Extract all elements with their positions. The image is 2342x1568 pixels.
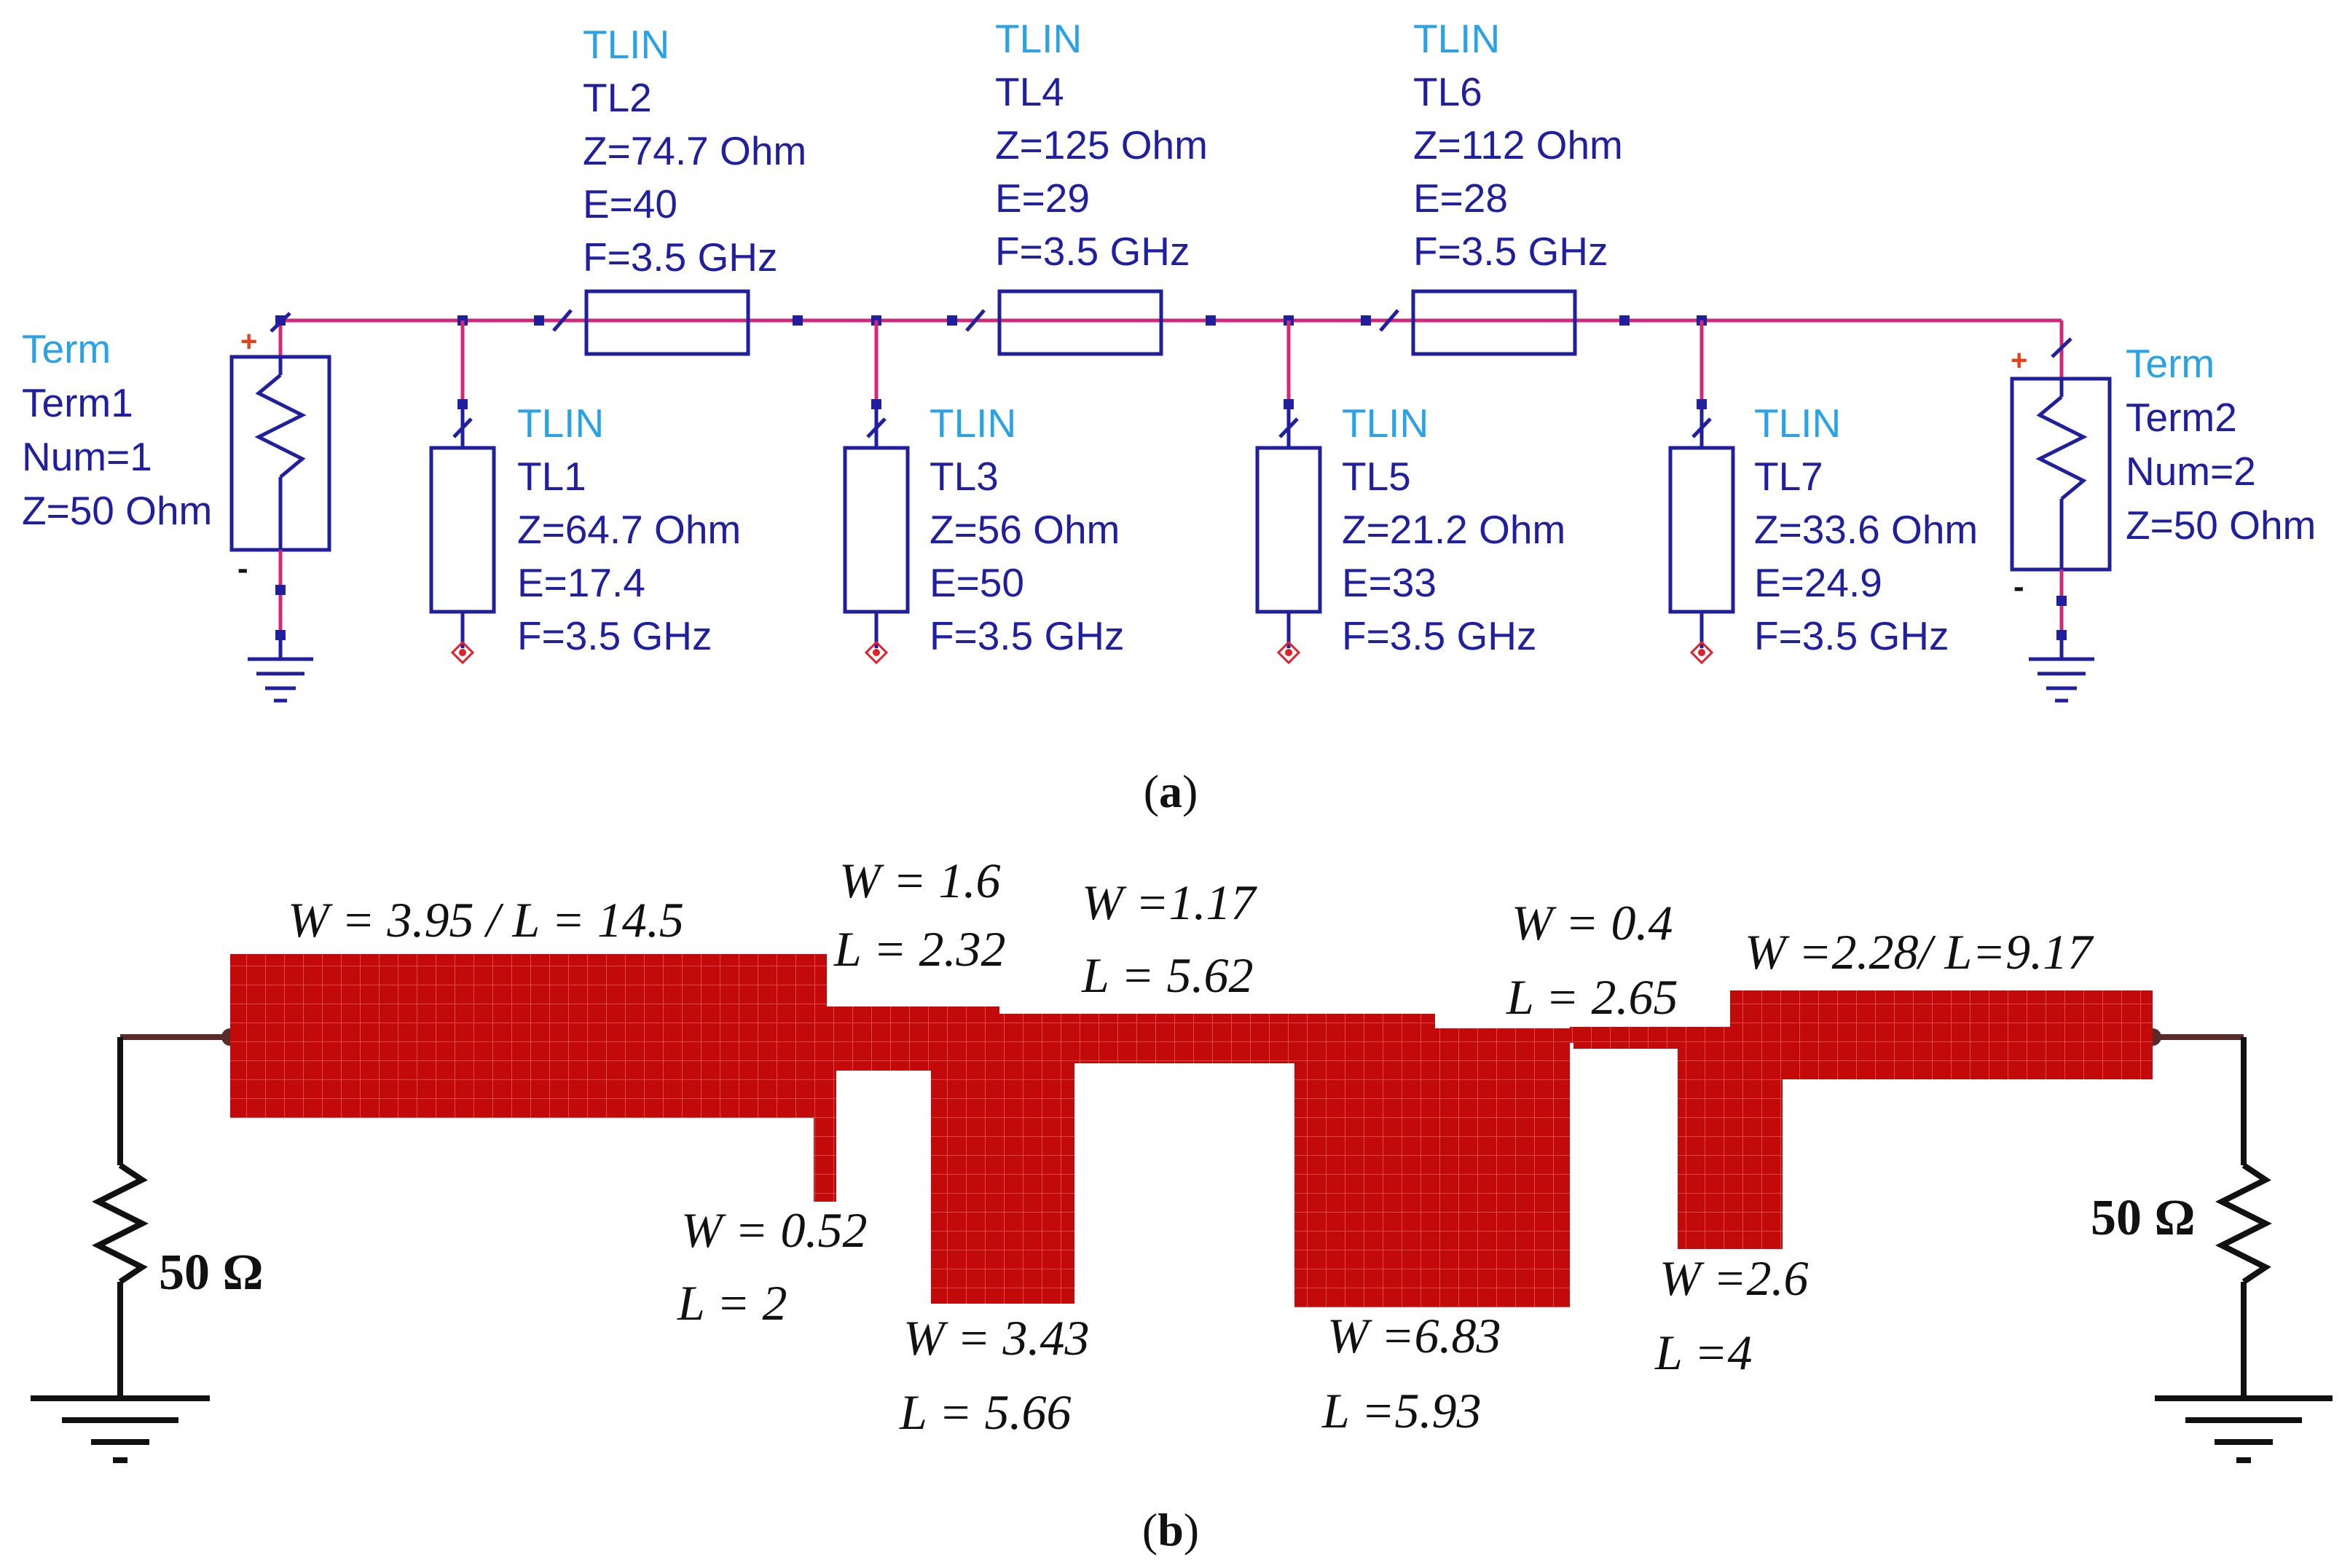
term2-minus: - [2013, 569, 2024, 604]
term1-symbol [229, 312, 331, 703]
tl1-f: F=3.5 GHz [517, 613, 712, 658]
term1-z: Z=50 Ohm [22, 488, 212, 533]
tl7-e: E=24.9 [1754, 560, 1882, 605]
tl7-name: TL7 [1754, 454, 1823, 499]
tl1-z: Z=64.7 Ohm [517, 507, 741, 552]
caption-a: (a) [1144, 765, 1198, 817]
term1-plus: + [240, 326, 257, 358]
tl6-type: TLIN [1413, 16, 1500, 61]
term1-minus: - [237, 551, 248, 586]
line4-length: L = 5.62 [1081, 948, 1253, 1003]
tl5-e: E=33 [1342, 560, 1437, 605]
stub7-width: W =2.6 [1659, 1250, 1809, 1306]
schematic-panel: + - Term Term1 Num=1 Z=50 Ohm + - Term T… [22, 16, 2316, 817]
stub-line-tl5 [1255, 315, 1322, 665]
term2-symbol [2010, 320, 2112, 703]
tl1-name: TL1 [517, 454, 586, 499]
caption-b: (b) [1142, 1504, 1199, 1556]
stub3-length: L = 5.66 [899, 1384, 1071, 1440]
tl2-e: E=40 [583, 181, 677, 226]
stub7-length: L =4 [1654, 1325, 1752, 1380]
tl7-type: TLIN [1754, 401, 1841, 446]
line4-width: W =1.17 [1082, 875, 1258, 930]
tl5-type: TLIN [1342, 401, 1429, 446]
tl3-type: TLIN [930, 401, 1016, 446]
line6-length: L = 2.65 [1506, 969, 1678, 1025]
tl3-z: Z=56 Ohm [930, 507, 1120, 552]
series-line-tl2 [534, 289, 803, 356]
tl5-z: Z=21.2 Ohm [1342, 507, 1565, 552]
tl4-f: F=3.5 GHz [995, 229, 1190, 274]
tl2-z: Z=74.7 Ohm [583, 128, 806, 173]
term2-num: Num=2 [2126, 449, 2256, 494]
tl3-e: E=50 [930, 560, 1024, 605]
line2-width: W = 1.6 [839, 853, 1001, 908]
series-line-tl4 [947, 289, 1216, 356]
tl3-f: F=3.5 GHz [930, 613, 1124, 658]
stub-line-tl7 [1668, 315, 1735, 665]
stub-line-tl1 [429, 315, 496, 665]
tl4-z: Z=125 Ohm [995, 122, 1208, 168]
line2-length: L = 2.32 [833, 921, 1005, 977]
term1-type: Term [22, 326, 111, 371]
term2-name: Term2 [2126, 395, 2237, 440]
term1-name: Term1 [22, 380, 133, 425]
tl6-z: Z=112 Ohm [1413, 122, 1623, 168]
right-resistor-label: 50 Ω [2091, 1190, 2196, 1246]
main-line-dims: W = 3.95 / L = 14.5 [288, 892, 684, 948]
term1-num: Num=1 [22, 434, 152, 479]
series-line-tl6 [1361, 289, 1630, 356]
stub3-width: W = 3.43 [903, 1310, 1090, 1366]
right-line-dims: W =2.28/ L=9.17 [1745, 924, 2094, 980]
tl2-type: TLIN [583, 22, 669, 67]
tl4-type: TLIN [995, 16, 1082, 61]
tl5-f: F=3.5 GHz [1342, 613, 1536, 658]
tl6-e: E=28 [1413, 176, 1508, 221]
right-termination [2153, 1034, 2333, 1463]
stub1-length: L = 2 [677, 1275, 787, 1331]
tl6-f: F=3.5 GHz [1413, 229, 1608, 274]
tl4-e: E=29 [995, 176, 1090, 221]
tl7-z: Z=33.6 Ohm [1754, 507, 1978, 552]
left-resistor-label: 50 Ω [159, 1245, 264, 1301]
stub1-width: W = 0.52 [681, 1202, 868, 1258]
tl5-name: TL5 [1342, 454, 1411, 499]
tl6-name: TL6 [1413, 69, 1482, 114]
line6-width: W = 0.4 [1512, 895, 1673, 950]
layout-panel: 50 Ω 50 Ω W = 3.95 / L = 14.5 W = 1.6 L … [31, 853, 2333, 1556]
tl1-e: E=17.4 [517, 560, 645, 605]
stub5-width: W =6.83 [1327, 1308, 1501, 1363]
tl2-f: F=3.5 GHz [583, 235, 777, 280]
term2-plus: + [2011, 344, 2027, 377]
stub-line-tl3 [843, 315, 910, 665]
term2-type: Term [2126, 341, 2215, 386]
tl7-f: F=3.5 GHz [1754, 613, 1949, 658]
microstrip-mesh [230, 954, 2153, 1307]
tl4-name: TL4 [995, 69, 1064, 114]
left-termination [31, 1034, 230, 1463]
tl2-name: TL2 [583, 75, 652, 120]
tl3-name: TL3 [930, 454, 999, 499]
tl1-type: TLIN [517, 401, 604, 446]
stub5-length: L =5.93 [1321, 1383, 1481, 1438]
microstrip-layout [230, 954, 2153, 1307]
term2-z: Z=50 Ohm [2126, 503, 2316, 548]
